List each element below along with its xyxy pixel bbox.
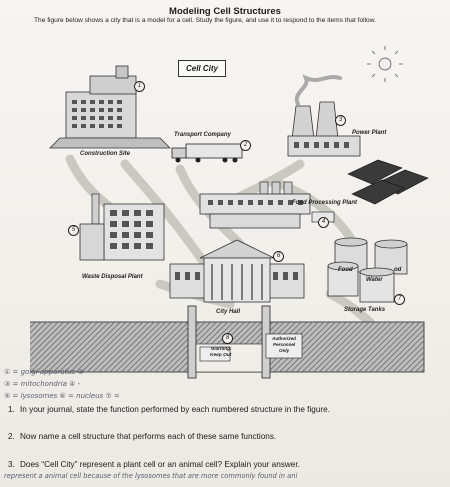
food-processing-plant [199,181,335,229]
cell-city-illustration [7,46,429,379]
construction-site-building [49,65,171,149]
handwritten-answer-question-3: represent a animal cell because of the l… [4,472,298,480]
worksheet-title: Modeling Cell Structures [169,6,281,17]
label-tank-water: Water [366,277,383,283]
perimeter-wall [7,305,425,379]
power-plant [287,74,361,157]
label-tank-food: Food [338,267,353,273]
question-2-text: Now name a cell structure that performs … [20,432,277,441]
question-1-number: 1. [8,405,15,414]
label-tank-food-2: od [394,267,402,273]
solar-panels [347,159,429,205]
callout-3: 3 [335,115,346,126]
sun-icon [367,46,403,82]
callout-5: 5 [68,225,79,236]
transport-truck [171,143,243,163]
callout-7: 7 [394,294,405,305]
label-food-processing-plant: Food Processing Plant [292,200,358,206]
warning-sign-line1: Warning: [211,347,232,352]
callout-2: 2 [240,140,251,151]
handwritten-answer-line1: ① = golgi apparatus ② - [4,368,89,376]
question-2: 2. Now name a cell structure that perform… [8,432,276,441]
handwritten-answer-line2: ③ = mitochondria ④ - [4,380,81,388]
city-hall-building [169,239,305,303]
question-3-text: Does “Cell City” represent a plant cell … [20,460,300,469]
label-construction-site: Construction Site [80,151,131,157]
label-power-plant: Power Plant [352,130,387,136]
label-city-hall: City Hall [216,309,241,315]
label-waste-disposal-plant: Waste Disposal Plant [82,274,143,280]
callout-4: 4 [318,217,329,228]
question-1-text: In your journal, state the function perf… [20,405,330,414]
authorized-sign-line2: Personnel [273,342,296,347]
question-2-number: 2. [8,432,15,441]
cell-city-figure: Cell City Construction Site Transport Co… [7,44,450,379]
waste-disposal-plant [79,193,165,261]
authorized-sign-line3: Only [279,348,290,353]
callout-6: 6 [273,251,284,262]
question-3-number: 3. [8,460,15,469]
label-transport-company: Transport Company [174,132,231,138]
cell-city-title: Cell City [178,60,226,77]
label-storage-tanks: Storage Tanks [344,307,386,313]
callout-1: 1 [134,81,145,92]
question-1: 1. In your journal, state the function pe… [8,405,330,414]
question-3: 3. Does “Cell City” represent a plant cel… [8,460,300,469]
authorized-sign-line1: Authorized [272,336,296,341]
intro-text: The figure below shows a city that is a … [34,17,376,24]
callout-8: 8 [222,333,233,344]
storage-tanks [327,237,408,303]
handwritten-answer-line3: ⑤ = lysosomes ⑥ = nucleus ⑦ = [4,392,120,400]
warning-sign-line2: Keep Out [210,353,232,358]
